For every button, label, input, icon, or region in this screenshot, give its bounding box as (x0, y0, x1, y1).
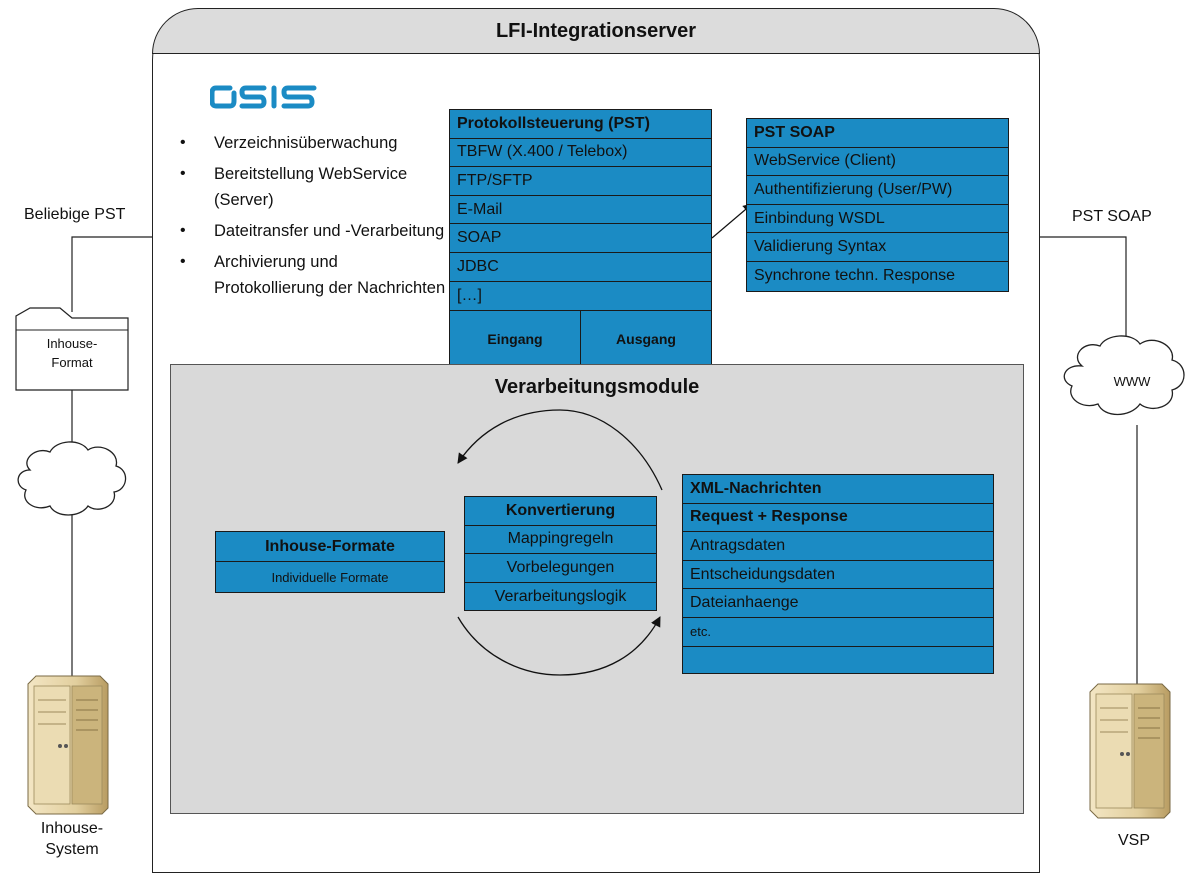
pst-soap-header: PST SOAP (747, 119, 1008, 148)
xml-item: Antragsdaten (683, 532, 993, 561)
pst-soap-item: WebService (Client) (747, 148, 1008, 177)
left-connection-line (71, 236, 152, 312)
pst-io-box: Eingang Ausgang (449, 310, 712, 367)
server-title-text: LFI-Integrationserver (495, 19, 697, 42)
pst-to-soap-arrow (711, 203, 753, 239)
server-title: LFI-Integrationserver (152, 8, 1040, 54)
feature-item: Bereitstellung WebService (Server) (176, 161, 448, 213)
xml-header: XML-Nachrichten (683, 475, 993, 504)
pst-item: TBFW (X.400 / Telebox) (450, 139, 711, 168)
inhouse-system-label-line: Inhouse- (40, 820, 104, 837)
xml-nachrichten-box: XML-Nachrichten Request + Response Antra… (682, 474, 994, 674)
konvertierung-item: Mappingregeln (465, 526, 656, 554)
pst-eingang: Eingang (450, 311, 581, 366)
inhouse-formate-header: Inhouse-Formate (216, 532, 444, 562)
konvertierung-box: Konvertierung Mappingregeln Vorbelegunge… (464, 496, 657, 611)
inhouse-system-server-icon (27, 675, 109, 815)
feature-item: Verzeichnisüberwachung (176, 130, 448, 156)
feature-list: Verzeichnisüberwachung Bereitstellung We… (176, 130, 448, 306)
vsp-server-icon (1089, 683, 1171, 819)
pst-soap-box: PST SOAP WebService (Client) Authentifiz… (746, 118, 1009, 292)
konvertierung-item: Verarbeitungslogik (494, 587, 627, 605)
pst-soap-item: Einbindung WSDL (747, 205, 1008, 234)
konvertierung-item: Vorbelegungen (465, 554, 656, 583)
right-connection-line (1040, 236, 1127, 345)
www-label: WWW (1113, 374, 1151, 389)
www-cloud-icon (1063, 335, 1185, 416)
inhouse-system-label-line: System (45, 841, 99, 858)
xml-subheader: Request + Response (683, 504, 993, 533)
pst-item: E-Mail (450, 196, 711, 225)
pst-item: […] (457, 286, 482, 304)
xml-item: Entscheidungsdaten (683, 561, 993, 590)
pst-soap-item: Validierung Syntax (747, 233, 1008, 262)
xml-item: etc. (683, 618, 993, 647)
feature-item: Dateitransfer und -Verarbeitung (176, 218, 448, 244)
protokollsteuerung-box: Protokollsteuerung (PST) TBFW (X.400 / T… (449, 109, 712, 312)
inhouse-formate-item: Individuelle Formate (271, 569, 389, 585)
inhouse-format-folder-icon (15, 307, 129, 391)
inhouse-format-label-line: Format (51, 355, 93, 370)
inhouse-format-label-line: Inhouse- (46, 336, 98, 351)
inhouse-formate-box: Inhouse-Formate Individuelle Formate (215, 531, 445, 593)
pst-soap-right-label: PST SOAP (1072, 208, 1152, 225)
feature-item: Archivierung und Protokollierung der Nac… (176, 249, 448, 301)
konvertierung-header: Konvertierung (465, 497, 656, 526)
pst-soap-item: Authentifizierung (User/PW) (747, 176, 1008, 205)
pst-header: Protokollsteuerung (PST) (450, 110, 711, 139)
verarbeitungsmodule-title: Verarbeitungsmodule (494, 376, 700, 398)
vsp-label: VSP (1118, 832, 1151, 849)
pst-item: FTP/SFTP (450, 167, 711, 196)
inhouse-system-label: Inhouse- System (12, 818, 132, 860)
pst-item: JDBC (450, 253, 711, 282)
inhouse-format-label: Inhouse- Format (16, 334, 128, 372)
pst-item: SOAP (450, 224, 711, 253)
osis-logo (210, 85, 317, 109)
xml-item: Dateianhaenge (683, 589, 993, 618)
pst-soap-item: Synchrone techn. Response (754, 267, 956, 285)
pst-ausgang: Ausgang (616, 330, 676, 347)
xml-empty-row (683, 647, 993, 676)
beliebige-pst-label: Beliebige PST (24, 206, 126, 223)
left-cloud-icon (17, 441, 127, 516)
